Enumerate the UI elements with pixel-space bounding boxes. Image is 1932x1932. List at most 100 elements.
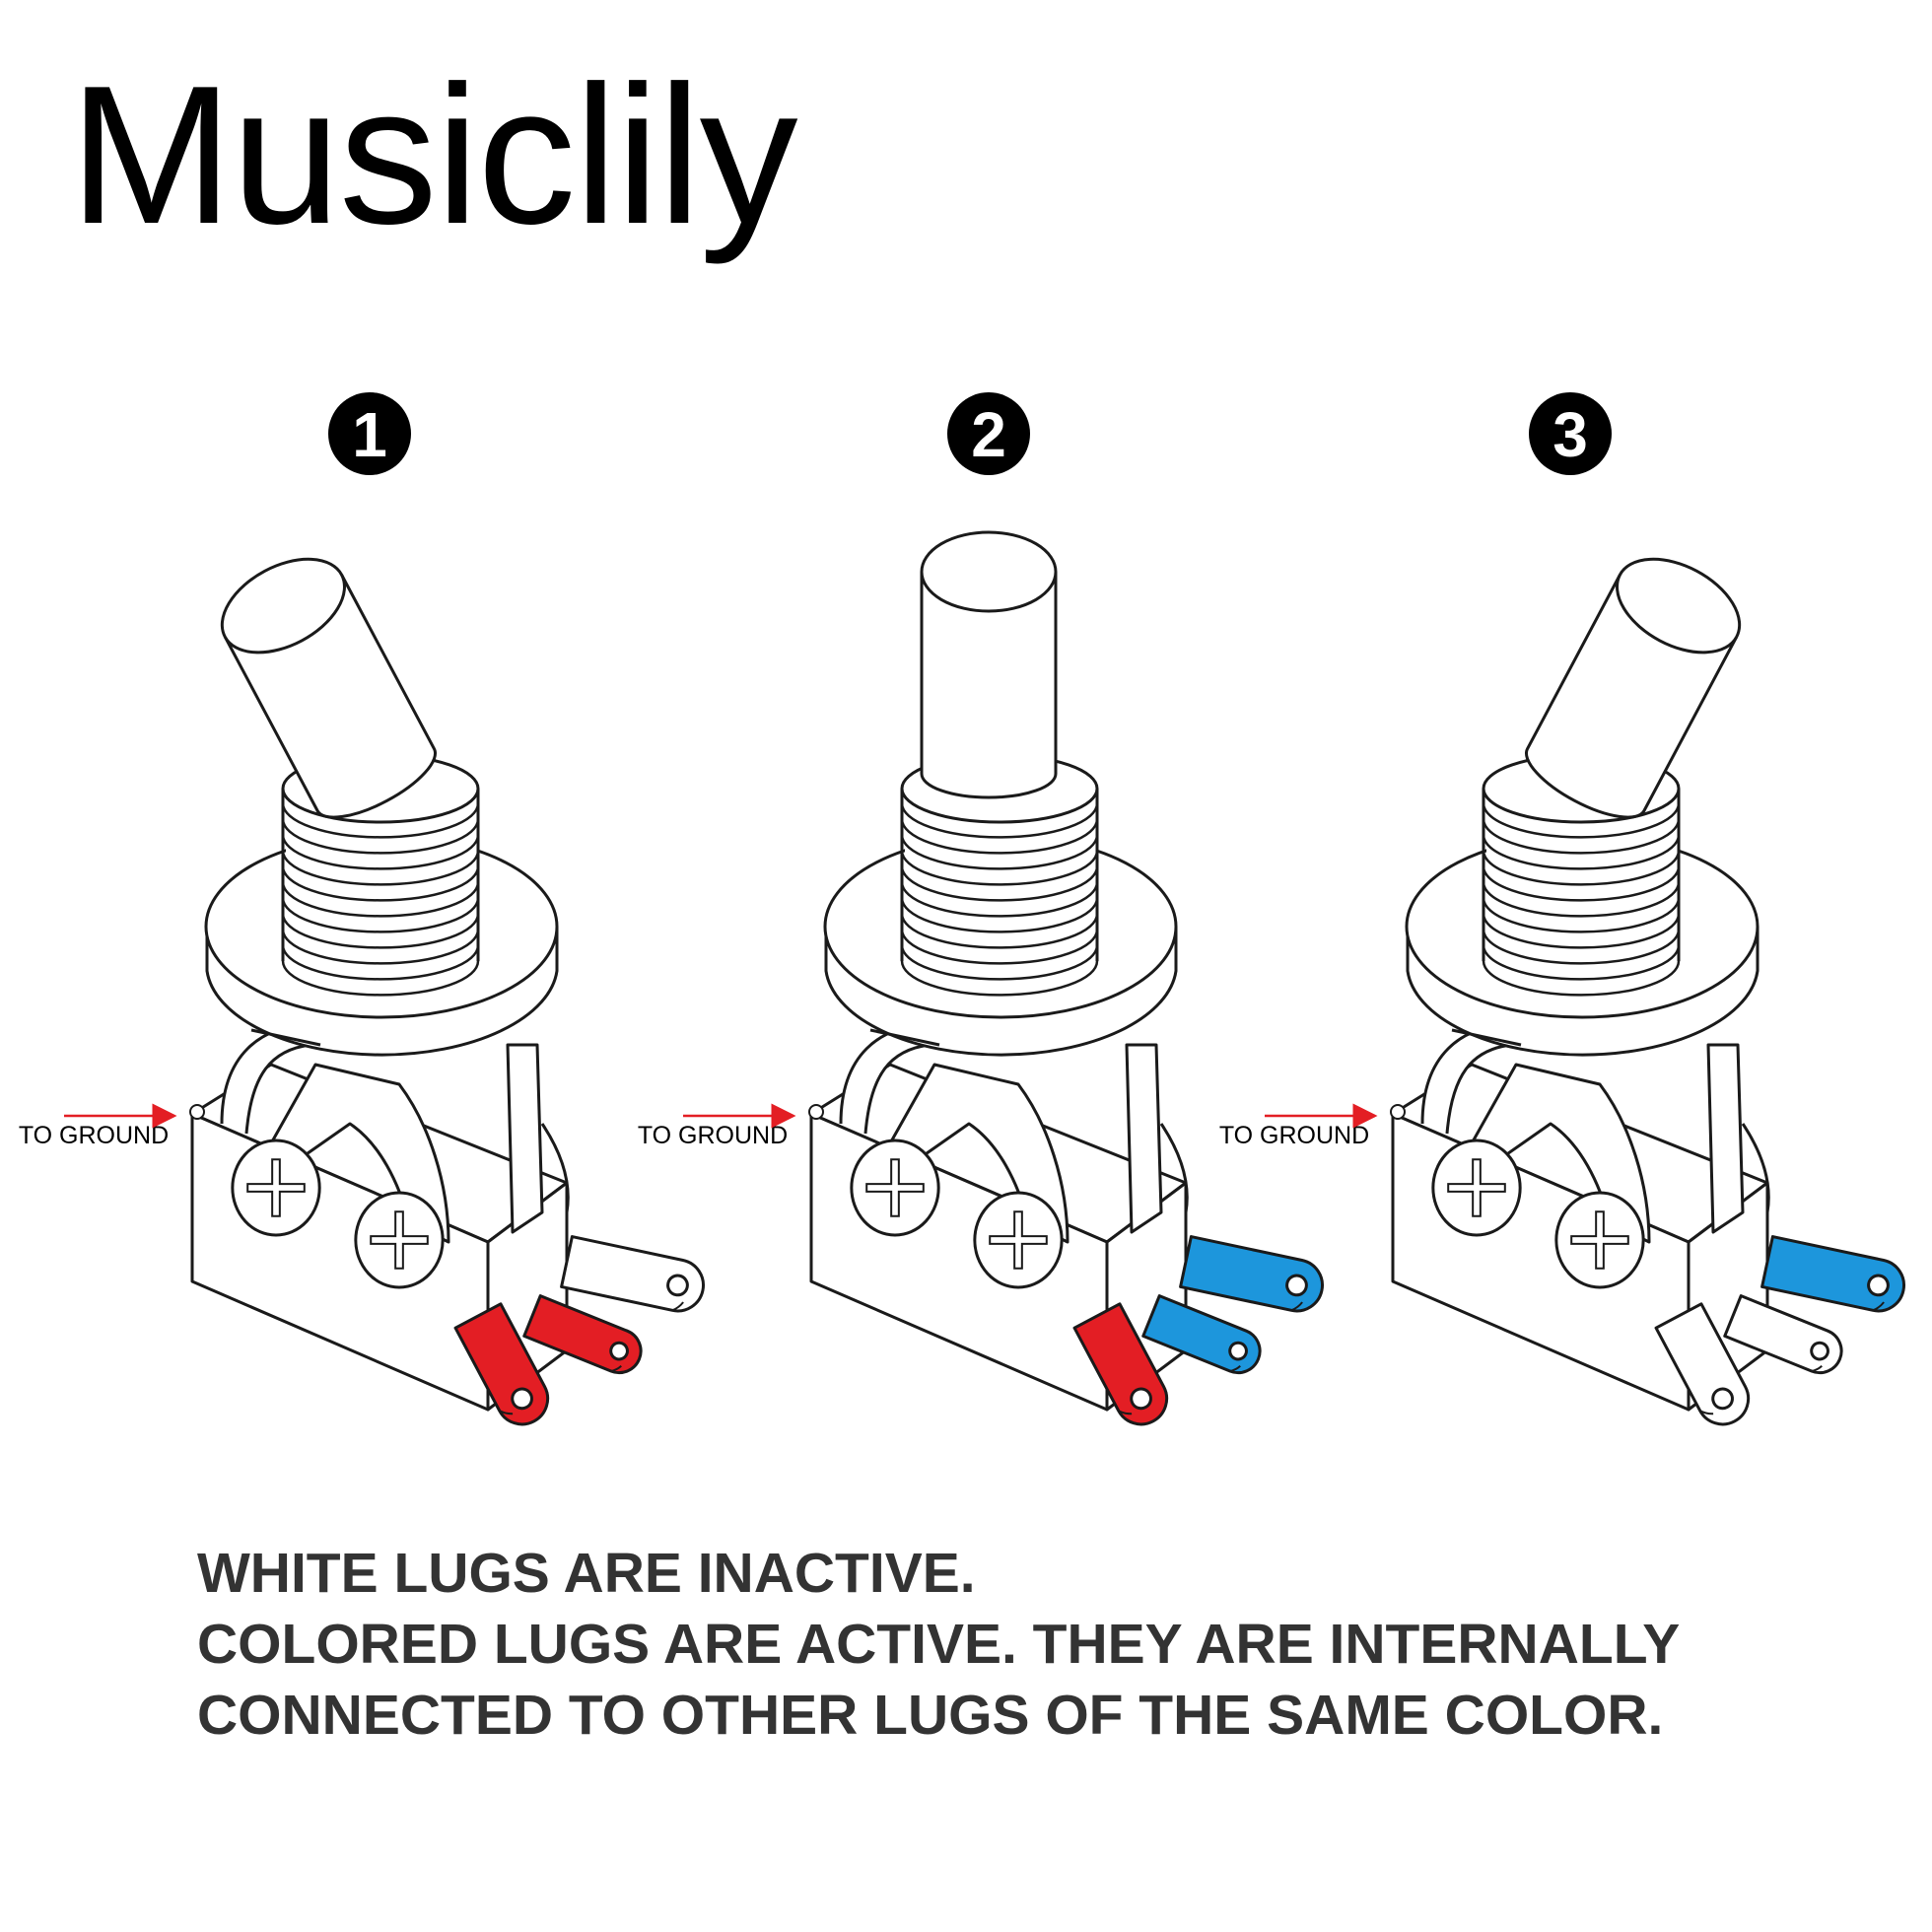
ground-lug-loop bbox=[1390, 1104, 1406, 1120]
lug-front bbox=[1654, 1302, 1751, 1426]
thread-line bbox=[1482, 818, 1681, 855]
thread-line bbox=[900, 834, 1099, 870]
lug-back-tab bbox=[1179, 1235, 1324, 1313]
lever-tip bbox=[920, 530, 1058, 613]
thread-line bbox=[281, 802, 480, 839]
lever-tip bbox=[220, 557, 346, 655]
thread-line bbox=[281, 929, 480, 965]
number-label-1: 1 bbox=[352, 399, 387, 470]
switch-1: 1 TO GROUND bbox=[19, 392, 705, 1426]
lug-middle-hole bbox=[1810, 1341, 1829, 1361]
screw-left-cross bbox=[865, 1158, 925, 1217]
lever-tip bbox=[1616, 557, 1742, 655]
screw-left-cross bbox=[1447, 1158, 1506, 1217]
lug-back-tab bbox=[560, 1235, 705, 1313]
number-label-2: 2 bbox=[971, 399, 1006, 470]
lug-back-edge bbox=[1761, 1285, 1885, 1312]
thread-line bbox=[281, 834, 480, 870]
thread-line bbox=[900, 929, 1099, 965]
washer-stem-left bbox=[1451, 1028, 1522, 1047]
thread-line bbox=[900, 818, 1099, 855]
lug-back-hole bbox=[1867, 1274, 1890, 1297]
lug-middle-edge bbox=[1142, 1335, 1241, 1373]
toggle-lever bbox=[220, 557, 438, 819]
lug-middle bbox=[522, 1294, 643, 1375]
caption-line-1: WHITE LUGS ARE INACTIVE. bbox=[197, 1542, 976, 1605]
lug-front-edge bbox=[1073, 1327, 1133, 1415]
thread-line bbox=[1482, 929, 1681, 965]
toggle-lever bbox=[920, 530, 1058, 799]
to-ground-label: TO GROUND bbox=[19, 1122, 169, 1149]
screw-left-cross bbox=[246, 1158, 306, 1217]
frame-right-arc bbox=[540, 1123, 570, 1213]
washer-stem-left bbox=[869, 1028, 940, 1047]
frame-right-post bbox=[506, 1043, 544, 1234]
explanation-caption: WHITE LUGS ARE INACTIVE. COLORED LUGS AR… bbox=[197, 1538, 1680, 1751]
thread-line bbox=[900, 897, 1099, 933]
brand-logo-text: Musiclily bbox=[69, 45, 798, 265]
to-ground-label: TO GROUND bbox=[638, 1122, 788, 1149]
thread-line bbox=[281, 865, 480, 902]
thread-line bbox=[1482, 850, 1681, 886]
thread-line bbox=[1482, 834, 1681, 870]
thread-line bbox=[281, 850, 480, 886]
lug-front-hole bbox=[511, 1387, 533, 1411]
thread-line bbox=[281, 897, 480, 933]
thread-line bbox=[281, 818, 480, 855]
screw-right-cross bbox=[989, 1210, 1048, 1270]
switch-body bbox=[808, 1023, 1189, 1412]
lug-back bbox=[560, 1235, 705, 1313]
thread-line bbox=[1482, 944, 1681, 981]
thread-line bbox=[900, 960, 1099, 997]
screw-right-cross bbox=[370, 1210, 429, 1270]
thread-line bbox=[281, 881, 480, 918]
thread-line bbox=[900, 850, 1099, 886]
thread-line bbox=[1482, 881, 1681, 918]
lug-front-edge bbox=[1655, 1327, 1714, 1415]
number-label-3: 3 bbox=[1552, 399, 1588, 470]
lug-middle-hole bbox=[609, 1341, 629, 1361]
switch-body bbox=[1390, 1023, 1770, 1412]
thread-line bbox=[1482, 865, 1681, 902]
lug-front bbox=[1072, 1302, 1169, 1426]
thread-line bbox=[900, 944, 1099, 981]
lug-middle-edge bbox=[1724, 1335, 1823, 1373]
number-badge-3 bbox=[1529, 392, 1612, 475]
frame-right-arc bbox=[1741, 1123, 1770, 1213]
lug-back-edge bbox=[1180, 1285, 1303, 1312]
thread-line bbox=[281, 960, 480, 997]
switch-3: 3 TO GROUND bbox=[1219, 392, 1905, 1426]
lug-back-tab bbox=[1760, 1235, 1905, 1313]
thread-line bbox=[1482, 802, 1681, 839]
thread-line bbox=[1482, 913, 1681, 949]
ground-lug-loop bbox=[808, 1104, 824, 1120]
lever-shaft bbox=[920, 572, 1058, 799]
lever-tilt bbox=[220, 557, 438, 819]
frame-right-post bbox=[1706, 1043, 1745, 1234]
frame-right-arc bbox=[1159, 1123, 1189, 1213]
lug-middle-hole bbox=[1228, 1341, 1248, 1361]
lug-front-edge bbox=[454, 1327, 514, 1415]
frame-right-post bbox=[1125, 1043, 1163, 1234]
lug-front-hole bbox=[1711, 1387, 1734, 1411]
lug-back bbox=[1179, 1235, 1324, 1313]
lug-back bbox=[1760, 1235, 1905, 1313]
lug-middle bbox=[1141, 1294, 1262, 1375]
ground-lug-loop bbox=[189, 1104, 205, 1120]
lug-front-hole bbox=[1130, 1387, 1152, 1411]
number-badge-1 bbox=[328, 392, 411, 475]
lug-front bbox=[453, 1302, 550, 1426]
lug-back-hole bbox=[1285, 1274, 1308, 1297]
thread-line bbox=[281, 944, 480, 981]
thread-line bbox=[900, 913, 1099, 949]
toggle-lever bbox=[1524, 557, 1742, 819]
lug-back-edge bbox=[561, 1285, 684, 1312]
screw-right-cross bbox=[1570, 1210, 1629, 1270]
washer-stem-left bbox=[250, 1028, 321, 1047]
caption-line-2: COLORED LUGS ARE ACTIVE. THEY ARE INTERN… bbox=[197, 1613, 1681, 1676]
thread-line bbox=[900, 865, 1099, 902]
to-ground-label: TO GROUND bbox=[1219, 1122, 1369, 1149]
lever-tilt bbox=[1524, 557, 1742, 819]
thread-line bbox=[281, 913, 480, 949]
